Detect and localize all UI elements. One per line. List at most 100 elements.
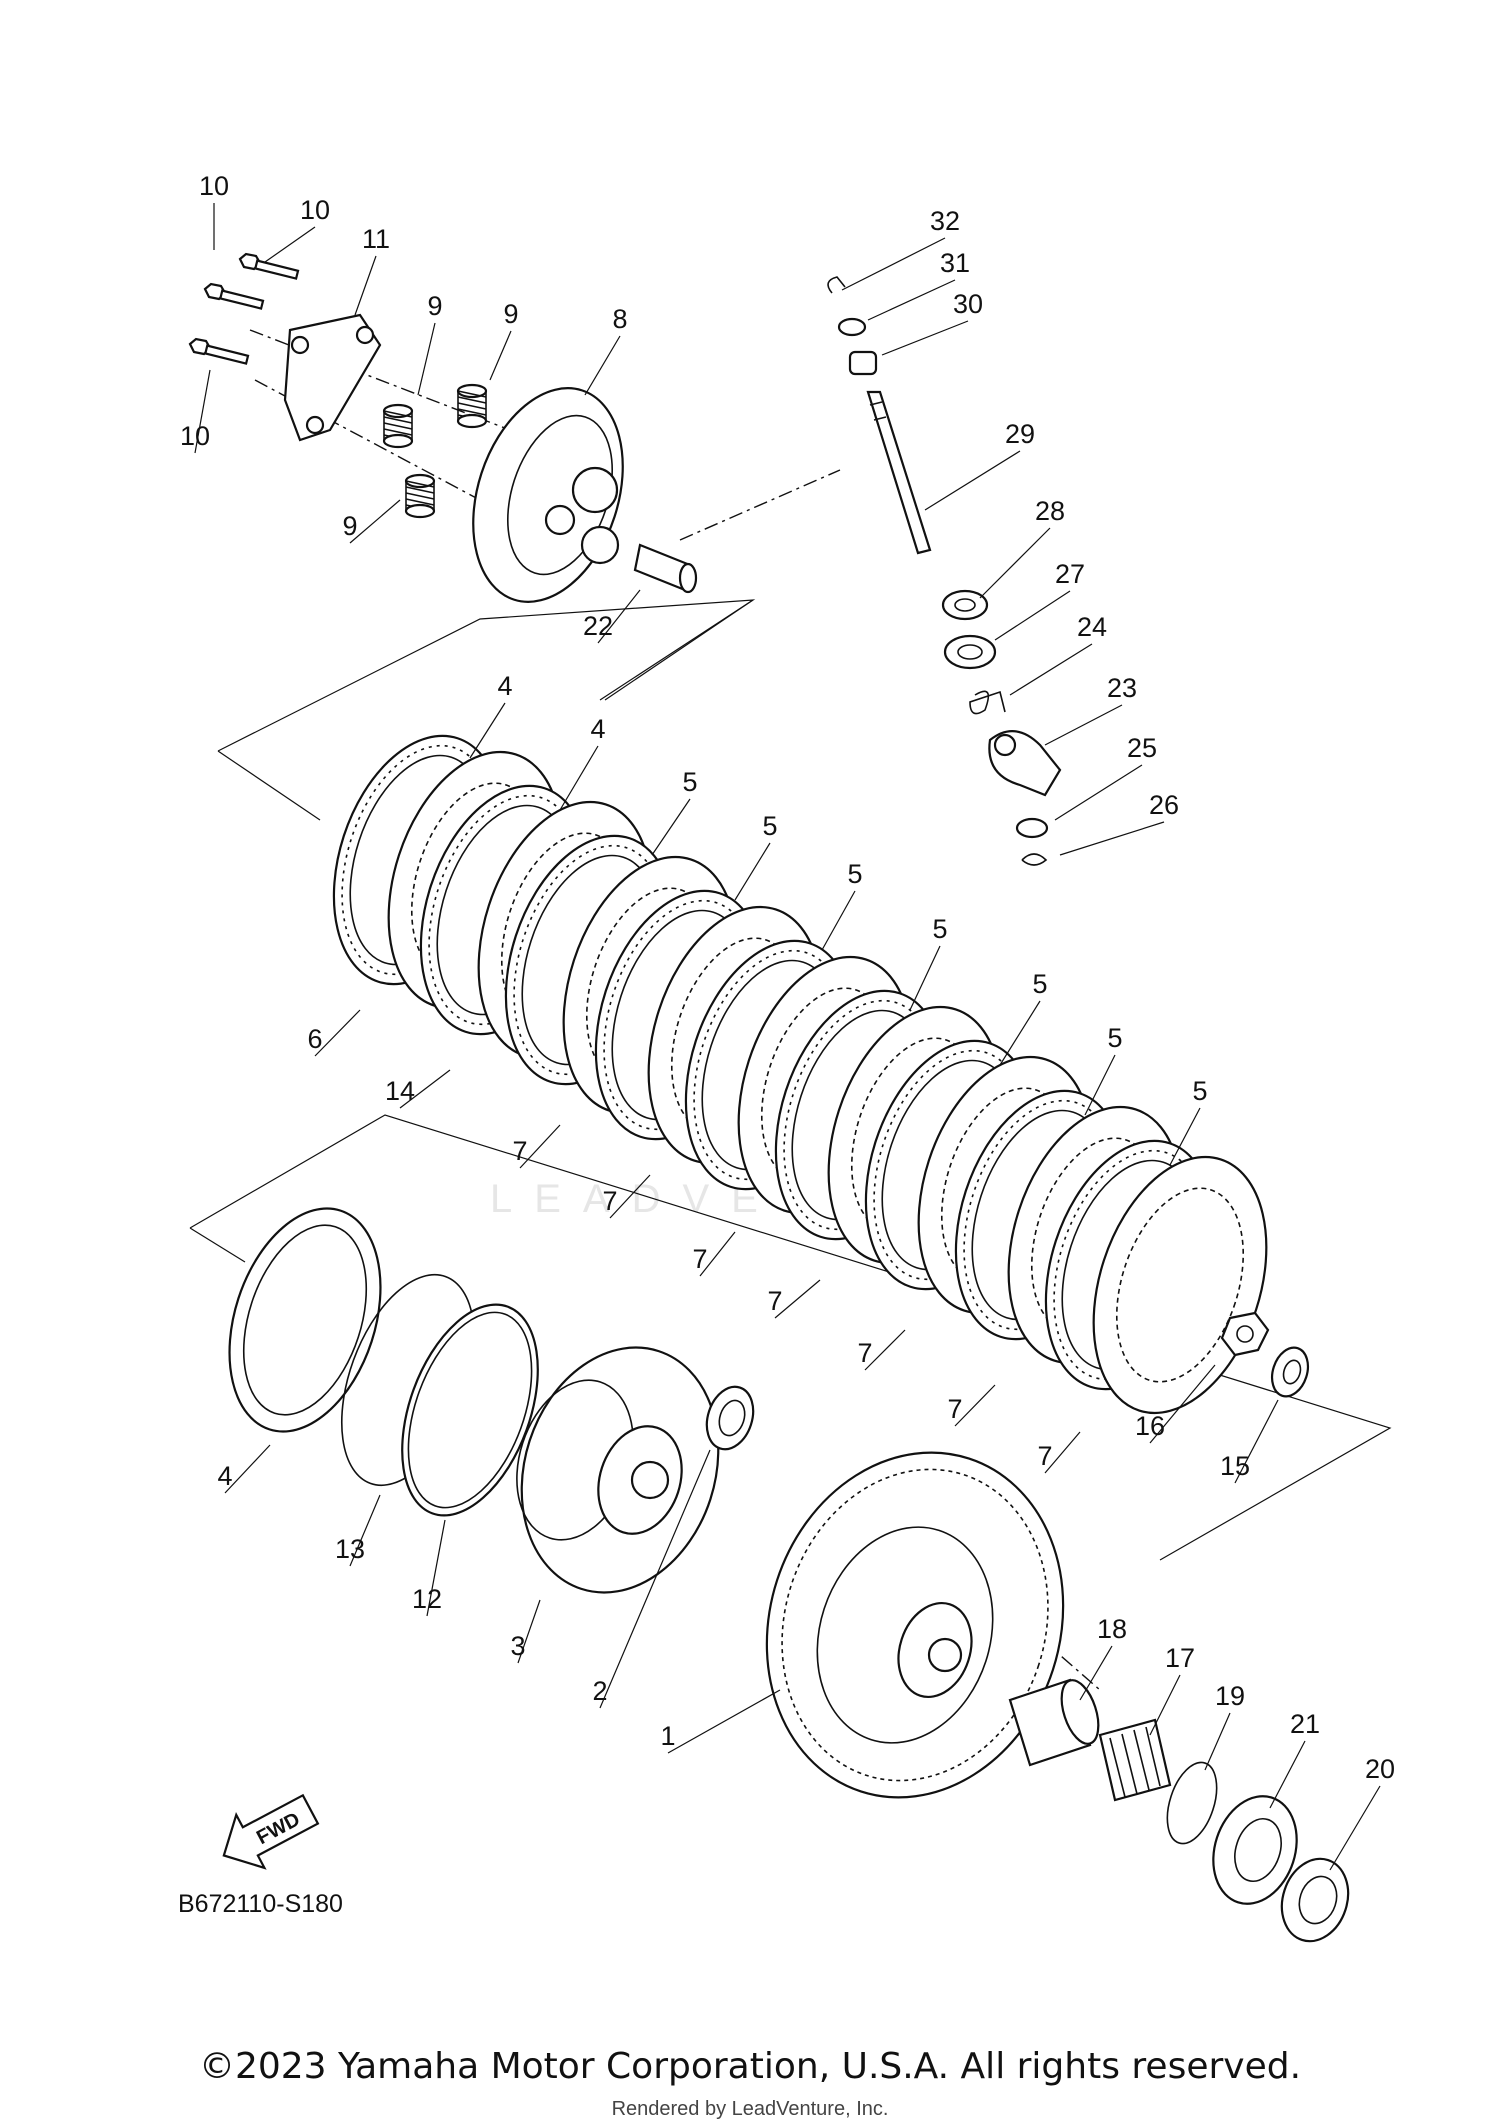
callout-leader-line <box>1169 1107 1201 1166</box>
callout-leader-line <box>417 322 436 396</box>
callout-label: 31 <box>940 248 970 278</box>
callout-leader-line <box>667 1689 781 1754</box>
release-shaft-assembly <box>827 276 1062 866</box>
washer-20 <box>1280 1857 1350 1943</box>
callout-leader-line <box>264 226 316 263</box>
callout-leader-line <box>1054 764 1143 821</box>
callout-leader-line <box>426 1519 446 1617</box>
fwd-arrow-icon: FWD <box>222 1793 320 1870</box>
callout-label: 5 <box>847 859 862 889</box>
callout-label: 7 <box>857 1338 872 1368</box>
callout-leader-line <box>349 1494 381 1567</box>
callout-label: 26 <box>1149 790 1179 820</box>
copyright-notice: ©2023 Yamaha Motor Corporation, U.S.A. A… <box>198 2046 1302 2087</box>
callout-leader-line <box>584 335 621 396</box>
callout-label: 18 <box>1097 1614 1127 1644</box>
callout-leader-line <box>597 589 641 644</box>
callout-leader-line <box>354 255 377 316</box>
callout-label: 10 <box>199 171 229 201</box>
callout-label: 10 <box>300 195 330 225</box>
callout-label: 9 <box>342 511 357 541</box>
callout-leader-line <box>1084 1054 1116 1116</box>
callout-label: 21 <box>1290 1709 1320 1739</box>
callout-leader-line <box>1149 1674 1181 1736</box>
ring-19 <box>1166 1761 1218 1845</box>
callout-leader-line <box>924 450 1021 511</box>
callout-label: 24 <box>1077 612 1107 642</box>
callout-label: 10 <box>180 421 210 451</box>
callout-leader-line <box>1079 1645 1113 1701</box>
callout-leader-line <box>314 1009 361 1057</box>
callout-leader-line <box>774 1279 821 1319</box>
nut-16 <box>1220 1311 1270 1357</box>
callout-label: 13 <box>335 1534 365 1564</box>
callout-label: 19 <box>1215 1681 1245 1711</box>
callout-leader-line <box>519 1124 561 1169</box>
bearing-17 <box>1098 1718 1172 1802</box>
callout-label: 15 <box>1220 1451 1250 1481</box>
push-lever-shaft-29 <box>866 390 932 555</box>
callout-leader-line <box>994 590 1071 641</box>
callout-label: 5 <box>932 914 947 944</box>
drawing-code: B672110-S180 <box>178 1890 343 1918</box>
callout-leader-line <box>1044 704 1123 746</box>
callout-label: 11 <box>362 224 390 254</box>
callout-leader-line <box>999 1000 1041 1066</box>
friction-plate-4-lower <box>228 1207 382 1433</box>
callout-leader-line <box>224 1444 271 1494</box>
callout-label: 16 <box>1135 1411 1165 1441</box>
washer-15 <box>1270 1346 1310 1398</box>
callout-leader-line <box>1269 1740 1306 1809</box>
callout-label: 5 <box>762 811 777 841</box>
pressure-plate-assembly <box>188 252 698 603</box>
callout-leader-line <box>599 1449 711 1709</box>
callout-label: 7 <box>947 1394 962 1424</box>
callout-label: 7 <box>602 1186 617 1216</box>
callout-leader-line <box>909 945 941 1011</box>
callout-label: 12 <box>412 1584 442 1614</box>
callout-leader-line <box>349 499 401 544</box>
callout-leader-line <box>194 369 211 454</box>
callout-leader-line <box>1204 1712 1231 1771</box>
callout-label: 30 <box>953 289 983 319</box>
callout-leader-line <box>979 527 1051 599</box>
lower-assembly <box>228 1207 1350 1943</box>
callout-label: 25 <box>1127 733 1157 763</box>
callout-leader-line <box>821 890 856 951</box>
callout-label: 5 <box>682 767 697 797</box>
callout-label: 5 <box>1107 1023 1122 1053</box>
callout-label: 28 <box>1035 496 1065 526</box>
callout-leader-line <box>954 1384 996 1427</box>
callout-label: 8 <box>612 304 627 334</box>
callout-label: 7 <box>767 1286 782 1316</box>
callout-label: 2 <box>592 1676 607 1706</box>
callout-leader-line <box>1329 1785 1381 1871</box>
callout-label: 9 <box>427 291 442 321</box>
callout-leader-line <box>469 702 506 759</box>
callout-label: 7 <box>692 1244 707 1274</box>
callout-label: 1 <box>660 1721 675 1751</box>
callout-label: 32 <box>930 206 960 236</box>
callout-label: 5 <box>1032 969 1047 999</box>
callout-leader-line <box>699 1231 736 1277</box>
callout-label: 14 <box>385 1076 415 1106</box>
callout-leader-line <box>399 1069 451 1109</box>
callout-label: 9 <box>503 299 518 329</box>
callout-label: 7 <box>512 1136 527 1166</box>
callout-label: 29 <box>1005 419 1035 449</box>
callout-leader-line <box>609 1174 651 1219</box>
callout-leader-line <box>1009 643 1093 696</box>
callout-label: 20 <box>1365 1754 1395 1784</box>
callout-label: 27 <box>1055 559 1085 589</box>
clutch-plate <box>1092 1155 1268 1415</box>
callout-leader-line <box>489 330 512 381</box>
callout-leader-line <box>734 842 771 901</box>
callout-label: 3 <box>510 1631 525 1661</box>
callout-label: 6 <box>307 1024 322 1054</box>
callout-leader-line <box>1059 821 1165 856</box>
callout-label: 7 <box>1037 1441 1052 1471</box>
callout-label: 4 <box>217 1461 232 1491</box>
callout-label: 4 <box>590 714 605 744</box>
gear-21 <box>1212 1795 1298 1905</box>
